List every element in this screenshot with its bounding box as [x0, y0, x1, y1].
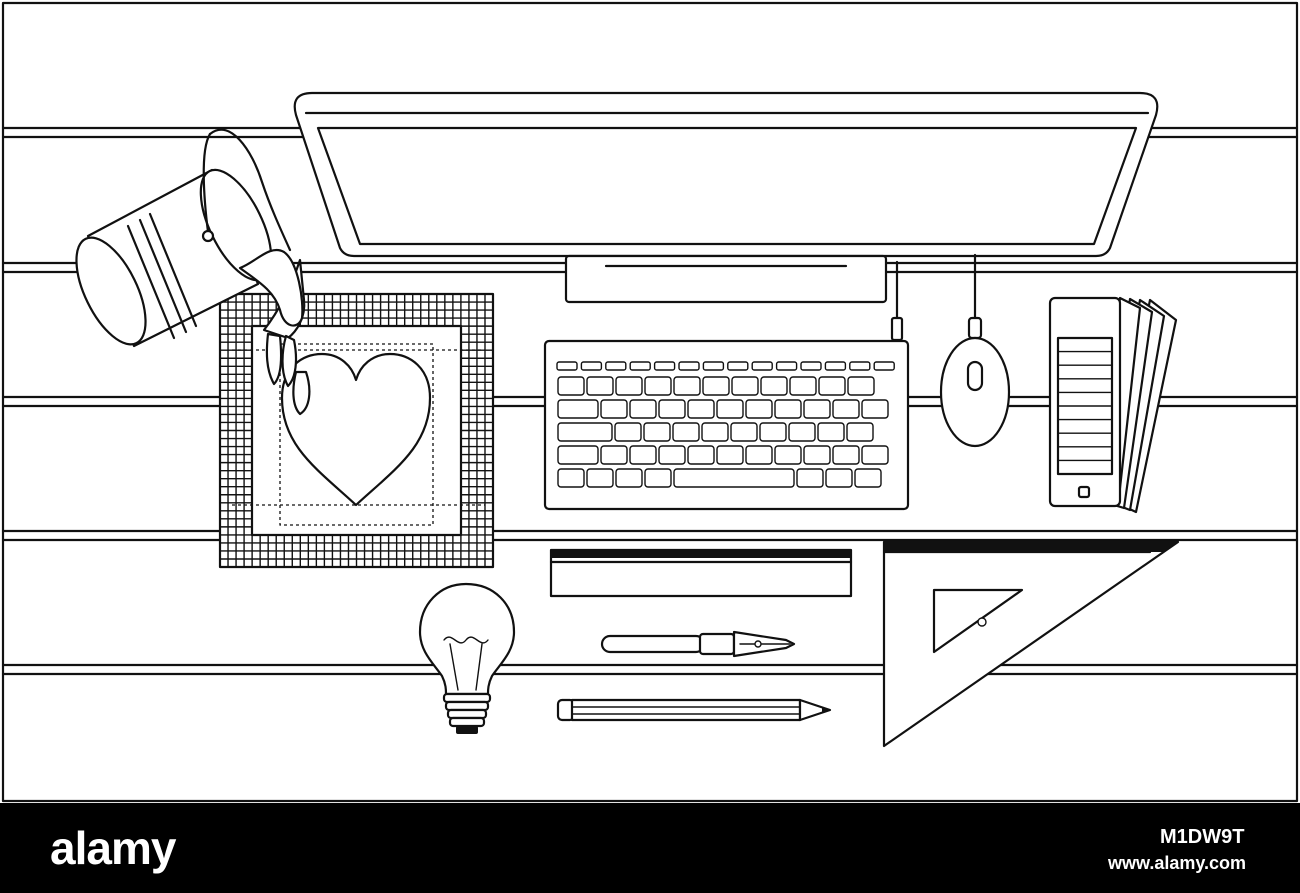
keyboard-key: [615, 468, 643, 488]
keyboard-key: [673, 468, 795, 488]
mouse: [939, 253, 1011, 448]
keyboard-key: [557, 445, 599, 465]
keyboard-key: [796, 468, 824, 488]
keyboard-key: [803, 399, 831, 419]
keyboard-key: [832, 399, 860, 419]
keyboard-key: [629, 399, 657, 419]
keyboard-key: [727, 361, 749, 371]
keyboard: [543, 339, 910, 511]
keyboard-key: [824, 361, 847, 371]
keyboard-key: [849, 361, 871, 371]
keyboard-key: [556, 361, 578, 371]
keyboard-key: [702, 361, 725, 371]
keyboard-key: [615, 376, 643, 396]
keyboard-key: [557, 422, 613, 442]
watermark-brand: alamy: [50, 822, 176, 874]
keyboard-key: [673, 376, 701, 396]
keyboard-key: [817, 422, 845, 442]
image-frame: [1, 1, 1299, 803]
light-bulb: [418, 582, 516, 734]
keyboard-key: [557, 399, 599, 419]
keyboard-key: [658, 445, 686, 465]
keyboard-key: [774, 399, 802, 419]
watermark-site: www.alamy.com: [1108, 853, 1247, 873]
heart-drawing: [280, 352, 432, 507]
keyboard-key: [745, 445, 773, 465]
keyboard-key: [600, 399, 628, 419]
keyboard-key: [653, 361, 676, 371]
keyboard-key: [629, 445, 657, 465]
set-square: [882, 540, 1180, 748]
keyboard-key: [557, 376, 585, 396]
keyboard-key: [586, 468, 614, 488]
keyboard-key: [586, 376, 614, 396]
keyboard-key: [643, 422, 671, 442]
ruler: [549, 548, 853, 598]
keyboard-key: [658, 399, 686, 419]
grid-canvas: [218, 292, 495, 569]
keyboard-key: [716, 399, 744, 419]
keyboard-key: [716, 445, 744, 465]
keyboard-key: [803, 445, 831, 465]
keyboard-key: [861, 445, 889, 465]
keyboard-key: [847, 376, 875, 396]
keyboard-key: [730, 422, 758, 442]
pencil: [556, 698, 832, 722]
keyboard-key: [731, 376, 759, 396]
keyboard-key: [702, 376, 730, 396]
keyboard-key: [629, 361, 651, 371]
keyboard-key: [580, 361, 603, 371]
watermark-image-id: M1DW9T: [1160, 826, 1245, 848]
keyboard-key: [789, 376, 817, 396]
keyboard-key: [678, 361, 700, 371]
keyboard-key: [701, 422, 729, 442]
keyboard-key: [557, 468, 585, 488]
computer-monitor: [293, 91, 1159, 304]
keyboard-key: [687, 399, 715, 419]
keyboard-key: [775, 361, 798, 371]
keyboard-key: [605, 361, 627, 371]
keyboard-key: [600, 445, 628, 465]
keyboard-key: [614, 422, 642, 442]
keyboard-key: [672, 422, 700, 442]
keyboard-key: [759, 422, 787, 442]
fountain-pen: [600, 630, 796, 658]
color-swatch-fan: [1048, 296, 1178, 514]
keyboard-key: [644, 376, 672, 396]
keyboard-key: [873, 361, 895, 371]
keyboard-key: [861, 399, 889, 419]
keyboard-key: [751, 361, 773, 371]
keyboard-key: [800, 361, 822, 371]
paint-bucket: [75, 128, 311, 416]
keyboard-key: [825, 468, 853, 488]
keyboard-key: [788, 422, 816, 442]
keyboard-key: [846, 422, 874, 442]
watermark-banner: [0, 803, 1300, 893]
keyboard-cable: [890, 260, 904, 342]
keyboard-key: [687, 445, 715, 465]
keyboard-key: [832, 445, 860, 465]
keyboard-key: [854, 468, 882, 488]
keyboard-key: [745, 399, 773, 419]
keyboard-key: [818, 376, 846, 396]
keyboard-key: [644, 468, 672, 488]
keyboard-key: [774, 445, 802, 465]
keyboard-key: [760, 376, 788, 396]
